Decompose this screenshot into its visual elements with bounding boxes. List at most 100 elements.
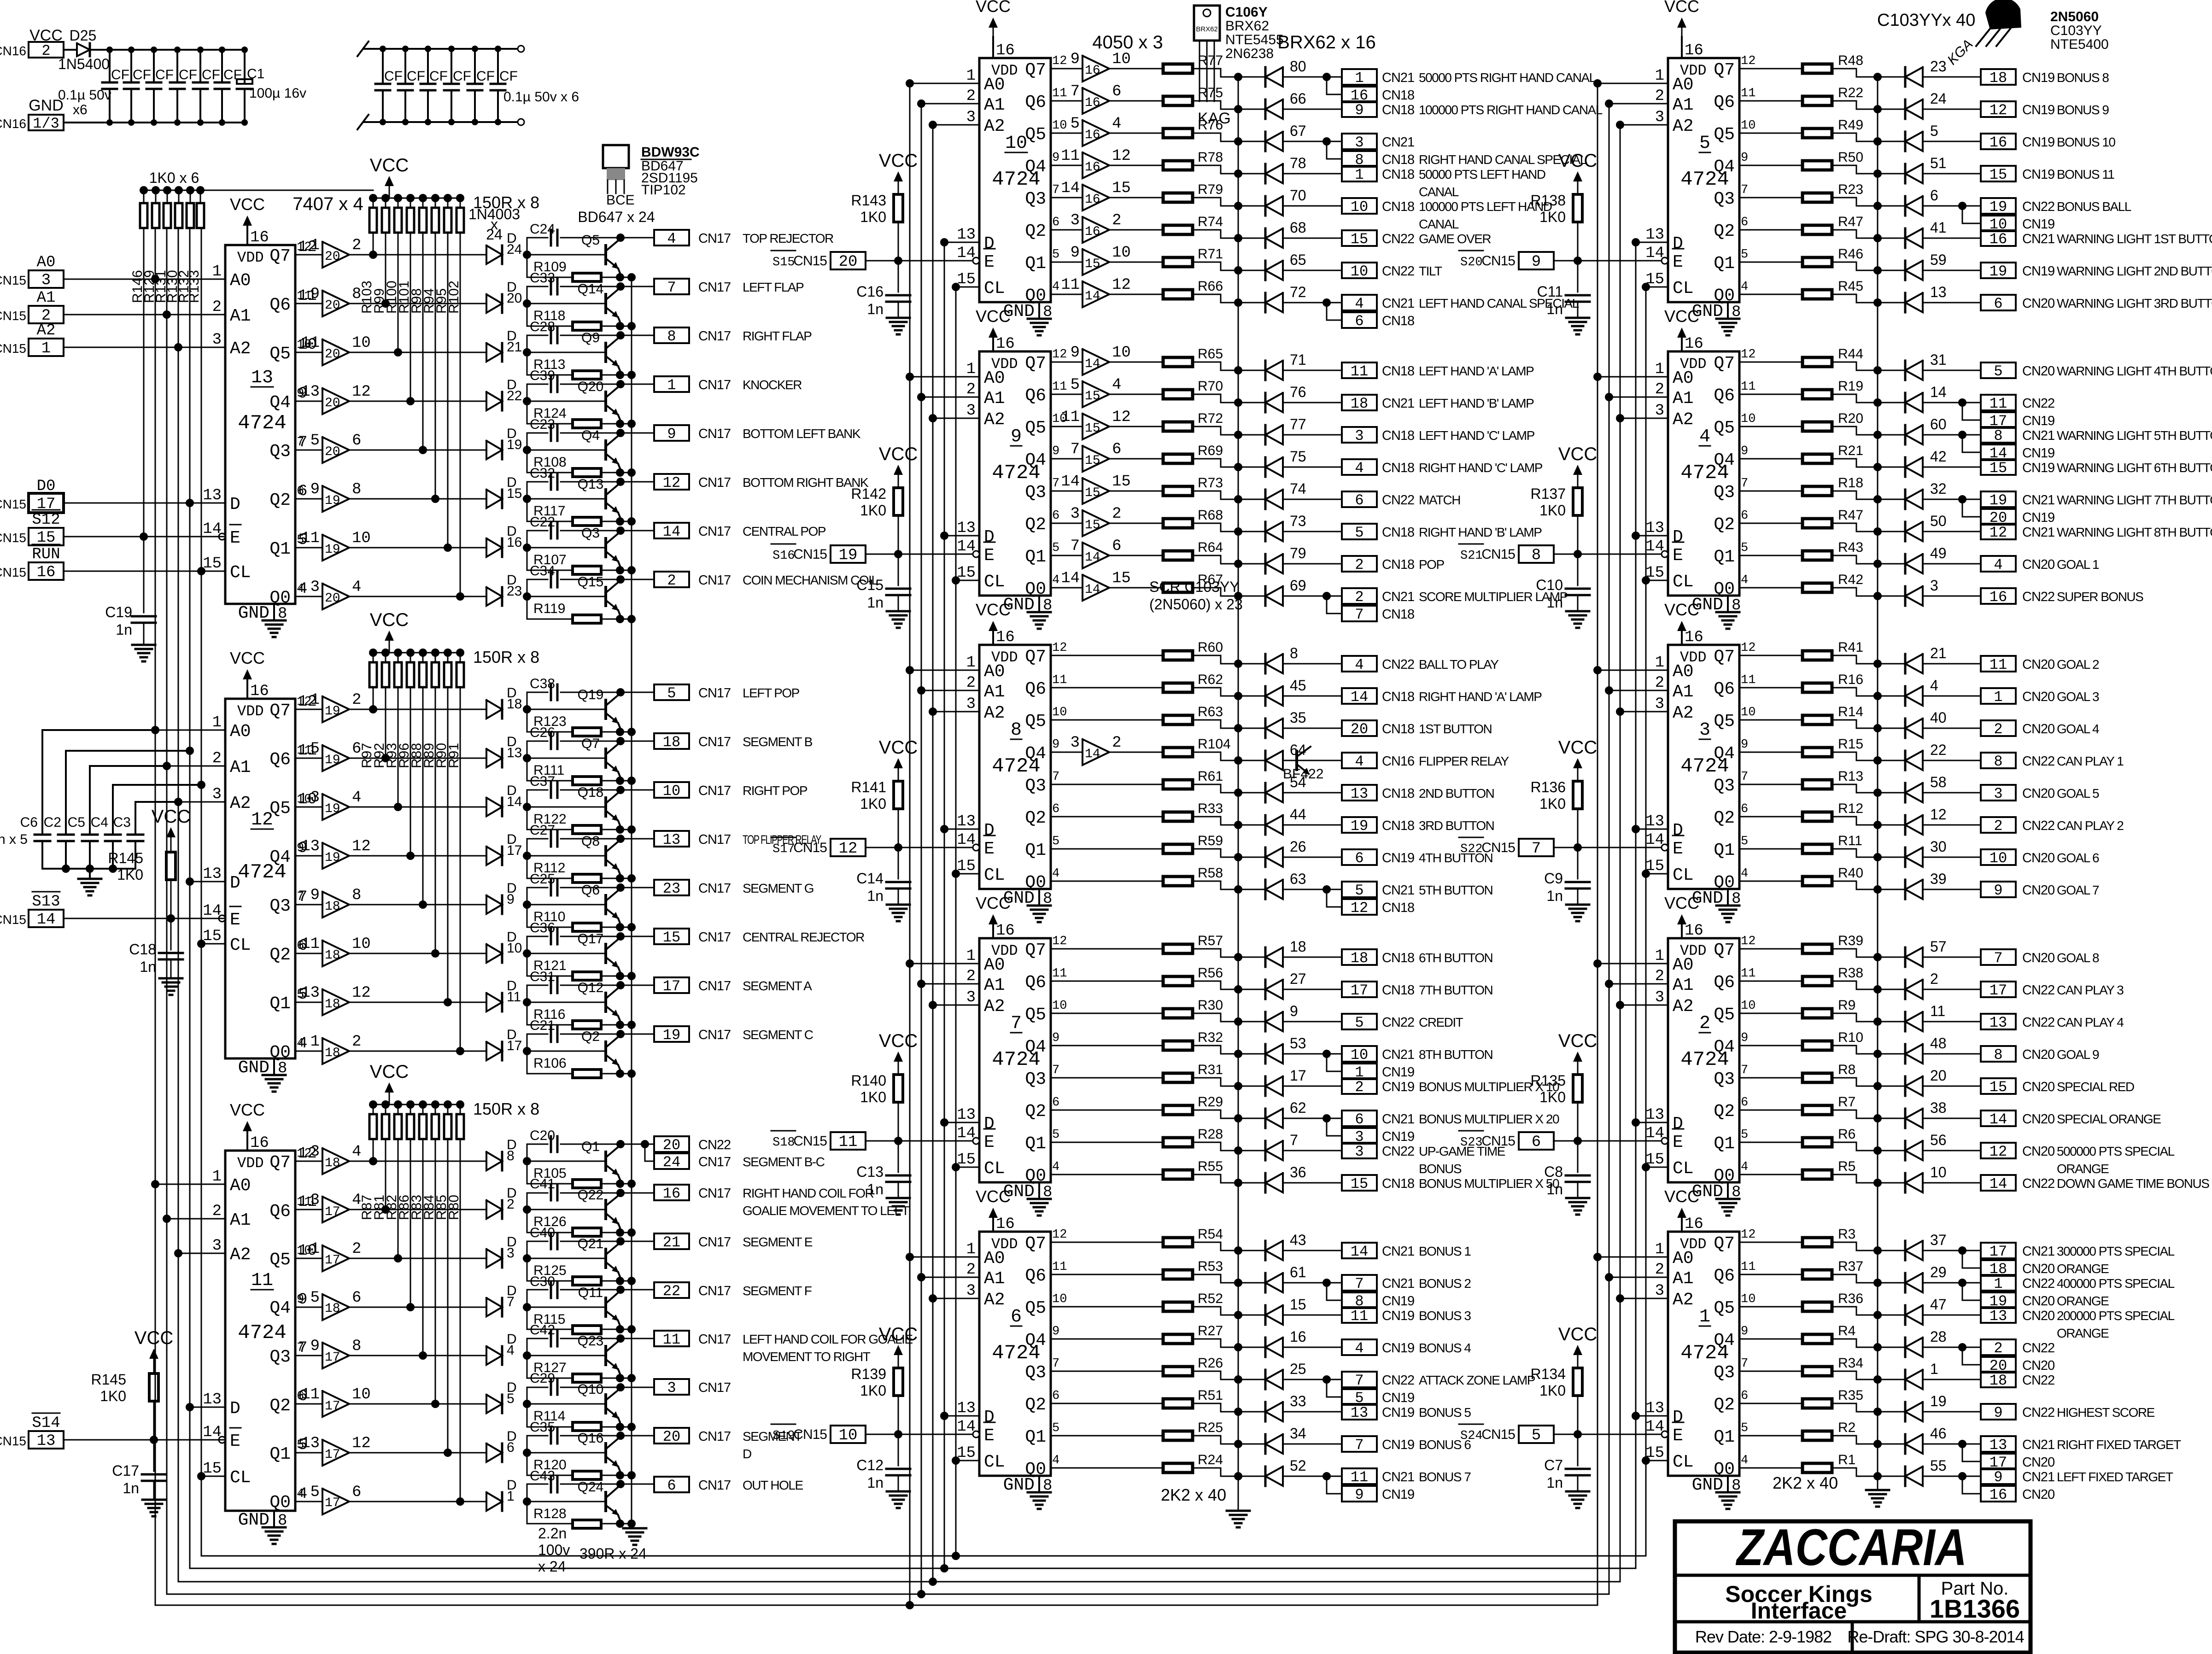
svg-text:19: 19 bbox=[839, 547, 858, 564]
svg-text:Q21: Q21 bbox=[578, 1236, 604, 1251]
svg-text:CN15: CN15 bbox=[0, 273, 26, 287]
svg-text:12: 12 bbox=[251, 810, 273, 830]
svg-text:CN18: CN18 bbox=[1382, 786, 1414, 801]
svg-text:R32: R32 bbox=[1198, 1030, 1223, 1045]
svg-text:5: 5 bbox=[297, 988, 304, 1002]
svg-text:2: 2 bbox=[41, 42, 50, 59]
svg-text:ZACCARIA: ZACCARIA bbox=[1735, 1519, 1967, 1576]
svg-text:C1: C1 bbox=[247, 66, 264, 82]
svg-text:15: 15 bbox=[203, 555, 222, 573]
svg-text:3: 3 bbox=[966, 402, 976, 420]
svg-text:9: 9 bbox=[297, 387, 304, 401]
svg-text:3: 3 bbox=[1655, 989, 1664, 1006]
svg-text:1: 1 bbox=[507, 1489, 515, 1504]
svg-text:17: 17 bbox=[325, 1448, 340, 1462]
svg-text:15: 15 bbox=[957, 271, 976, 288]
svg-text:Q2: Q2 bbox=[269, 491, 291, 510]
svg-text:5: 5 bbox=[1052, 835, 1059, 848]
svg-text:4724: 4724 bbox=[238, 861, 287, 884]
svg-text:5: 5 bbox=[1741, 248, 1748, 262]
svg-text:Q1: Q1 bbox=[269, 994, 291, 1014]
svg-text:7: 7 bbox=[1355, 1275, 1363, 1292]
svg-text:17: 17 bbox=[507, 1038, 522, 1053]
svg-text:CAN PLAY 3: CAN PLAY 3 bbox=[2057, 983, 2124, 997]
svg-text:1n: 1n bbox=[1546, 594, 1563, 611]
svg-text:11: 11 bbox=[298, 287, 317, 305]
svg-text:33: 33 bbox=[1290, 1393, 1306, 1409]
svg-text:CN17: CN17 bbox=[698, 280, 731, 295]
svg-text:C30: C30 bbox=[530, 1274, 555, 1289]
svg-text:1K0: 1K0 bbox=[860, 1089, 886, 1105]
svg-text:A1: A1 bbox=[984, 976, 1005, 995]
svg-text:BCE: BCE bbox=[606, 193, 635, 208]
svg-text:Part No.: Part No. bbox=[1941, 1578, 2009, 1599]
svg-text:CN16: CN16 bbox=[0, 44, 26, 58]
svg-text:R143: R143 bbox=[851, 192, 887, 209]
svg-text:20: 20 bbox=[325, 445, 340, 459]
svg-text:WARNING LIGHT 5TH BUTTON: WARNING LIGHT 5TH BUTTON bbox=[2057, 428, 2212, 443]
svg-text:18: 18 bbox=[325, 997, 340, 1011]
svg-text:16: 16 bbox=[250, 1134, 269, 1152]
svg-text:20: 20 bbox=[663, 1428, 680, 1445]
svg-text:4: 4 bbox=[298, 1035, 307, 1052]
svg-text:5: 5 bbox=[298, 1437, 307, 1454]
svg-text:Q3: Q3 bbox=[1714, 1070, 1735, 1089]
svg-text:15: 15 bbox=[1085, 486, 1100, 500]
svg-text:6: 6 bbox=[1052, 1389, 1059, 1403]
svg-text:R140: R140 bbox=[851, 1072, 887, 1089]
svg-text:3: 3 bbox=[212, 786, 222, 803]
svg-text:9: 9 bbox=[507, 892, 515, 907]
svg-text:13: 13 bbox=[301, 838, 320, 855]
svg-text:R105: R105 bbox=[533, 1166, 567, 1181]
svg-text:R75: R75 bbox=[1198, 85, 1223, 100]
svg-text:UP-GAME TIME: UP-GAME TIME bbox=[1419, 1144, 1505, 1158]
svg-text:CN16: CN16 bbox=[1382, 754, 1414, 769]
svg-text:WARNING LIGHT 3RD BUTTON: WARNING LIGHT 3RD BUTTON bbox=[2057, 296, 2212, 310]
svg-text:Q0: Q0 bbox=[1714, 1166, 1735, 1186]
svg-text:R52: R52 bbox=[1198, 1291, 1223, 1306]
svg-text:C11: C11 bbox=[1537, 283, 1563, 300]
svg-text:12: 12 bbox=[1930, 806, 1947, 823]
svg-text:12: 12 bbox=[352, 1435, 371, 1452]
svg-text:DOWN GAME TIME BONUS: DOWN GAME TIME BONUS bbox=[2057, 1176, 2209, 1191]
svg-text:4: 4 bbox=[1052, 1454, 1059, 1467]
svg-text:CN15: CN15 bbox=[0, 341, 26, 356]
svg-text:9: 9 bbox=[1052, 444, 1059, 458]
svg-text:13: 13 bbox=[507, 745, 522, 760]
svg-text:16: 16 bbox=[1085, 96, 1100, 110]
svg-text:CN21: CN21 bbox=[2022, 1244, 2054, 1259]
svg-text:4724: 4724 bbox=[992, 1342, 1041, 1365]
svg-text:GOAL 8: GOAL 8 bbox=[2057, 951, 2099, 965]
svg-text:Q2: Q2 bbox=[1025, 1395, 1046, 1415]
svg-text:R49: R49 bbox=[1838, 117, 1863, 133]
svg-text:FLIPPER RELAY: FLIPPER RELAY bbox=[1419, 754, 1510, 768]
svg-text:13: 13 bbox=[251, 368, 273, 388]
svg-text:8: 8 bbox=[1355, 152, 1363, 169]
svg-text:D: D bbox=[507, 1380, 517, 1395]
svg-text:R88: R88 bbox=[409, 743, 424, 768]
svg-text:7: 7 bbox=[1052, 1357, 1059, 1371]
svg-text:CN15: CN15 bbox=[0, 912, 26, 927]
svg-text:3: 3 bbox=[1655, 1282, 1664, 1300]
svg-text:R33: R33 bbox=[1198, 801, 1223, 816]
svg-text:A0: A0 bbox=[984, 1249, 1005, 1268]
svg-text:11: 11 bbox=[1052, 673, 1067, 687]
svg-text:Q7: Q7 bbox=[1714, 647, 1735, 667]
svg-text:19: 19 bbox=[325, 543, 340, 557]
svg-text:27: 27 bbox=[1290, 970, 1306, 987]
svg-text:R100: R100 bbox=[384, 281, 399, 314]
svg-text:Q4: Q4 bbox=[269, 847, 291, 867]
svg-text:CN21: CN21 bbox=[1382, 296, 1414, 311]
svg-text:CL: CL bbox=[1673, 572, 1694, 592]
svg-text:VDD: VDD bbox=[1680, 649, 1707, 666]
svg-text:E: E bbox=[1673, 1426, 1683, 1446]
svg-text:4: 4 bbox=[352, 579, 361, 596]
svg-text:16: 16 bbox=[1290, 1328, 1306, 1345]
svg-text:D0: D0 bbox=[37, 478, 56, 495]
svg-text:R48: R48 bbox=[1838, 53, 1863, 68]
svg-text:16: 16 bbox=[1685, 335, 1703, 353]
svg-text:CN19: CN19 bbox=[2022, 510, 2054, 525]
svg-text:16: 16 bbox=[250, 683, 269, 700]
svg-text:CN19: CN19 bbox=[2022, 135, 2054, 150]
svg-text:A0: A0 bbox=[1673, 955, 1694, 975]
